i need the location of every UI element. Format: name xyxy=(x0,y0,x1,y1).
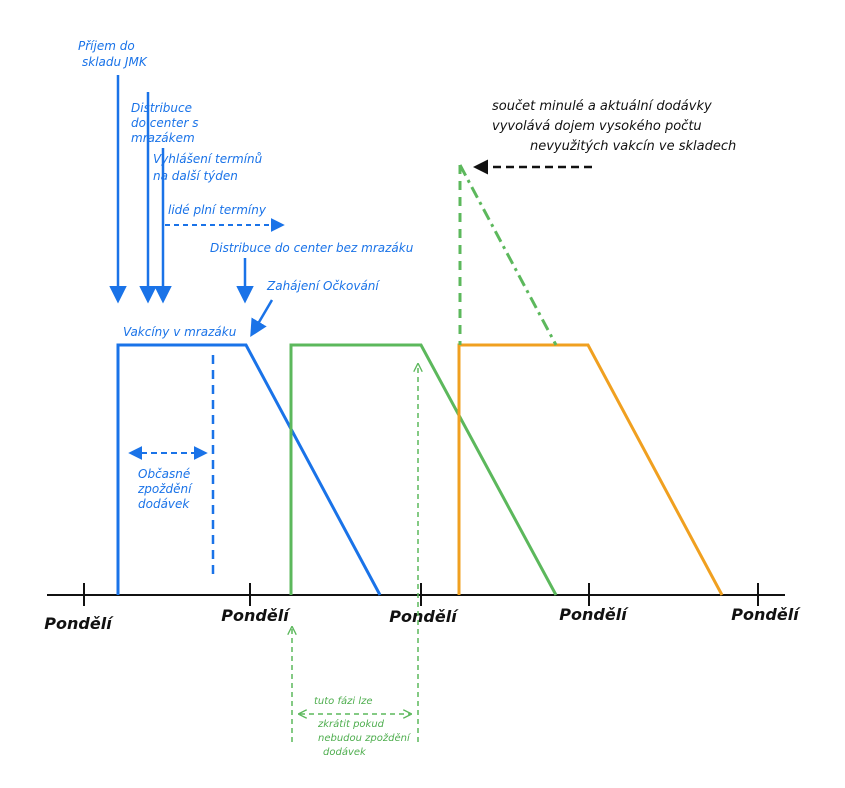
label-tuto-fazi-3: nebudou zpoždění xyxy=(318,732,411,744)
label-tuto-fazi-2: zkrátit pokud xyxy=(317,718,385,730)
week3-stock-shape xyxy=(457,343,724,596)
label-distribuce-bez: Distribuce do center bez mrazáku xyxy=(210,241,414,255)
label-distribuce-mrazak-1: Distribuce xyxy=(131,101,192,115)
label-soucet-1: součet minulé a aktuální dodávky xyxy=(492,99,712,114)
week2-stock-shape xyxy=(289,343,558,596)
label-obcasne-3: dodávek xyxy=(138,497,190,511)
axis-tick-label: Pondělí xyxy=(559,605,629,624)
label-prijem-2: skladu JMK xyxy=(82,55,148,69)
label-soucet-3: nevyužitých vakcín ve skladech xyxy=(530,139,736,154)
axis-tick-label: Pondělí xyxy=(221,606,291,625)
axis-tick-label: Pondělí xyxy=(44,614,114,633)
timeline-axis: Pondělí Pondělí Pondělí Pondělí Pondělí xyxy=(44,583,801,633)
label-prijem-1: Příjem do xyxy=(78,39,135,53)
label-soucet-2: vyvolává dojem vysokého počtu xyxy=(492,119,702,134)
label-distribuce-mrazak-2: do center s xyxy=(131,116,198,130)
label-vyhlaseni-1: Vyhlášení termínů xyxy=(153,152,263,166)
label-vyhlaseni-2: na další týden xyxy=(153,169,238,183)
arrow-zahajeni xyxy=(250,299,274,338)
blue-annotations: Příjem do skladu JMK Distribuce do cente… xyxy=(78,39,414,580)
label-obcasne-2: zpoždění xyxy=(137,482,193,496)
axis-tick-label: Pondělí xyxy=(731,605,801,624)
black-annotation: součet minulé a aktuální dodávky vyvoláv… xyxy=(473,99,736,175)
label-obcasne-1: Občasné xyxy=(138,467,190,481)
apparent-stock-peak xyxy=(458,164,558,346)
axis-tick-label: Pondělí xyxy=(389,607,459,626)
label-zahajeni: Zahájení Očkování xyxy=(266,279,380,293)
label-tuto-fazi-1: tuto fázi lze xyxy=(314,695,373,707)
label-lide-plni: lidé plní termíny xyxy=(168,203,267,217)
green-annotation: tuto fázi lze zkrátit pokud nebudou zpož… xyxy=(292,365,418,758)
label-distribuce-mrazak-3: mrazákem xyxy=(131,131,195,145)
week1-stock-shape xyxy=(116,343,382,596)
peak-dashed-slope xyxy=(458,164,558,346)
label-vakciny: Vakcíny v mrazáku xyxy=(123,325,237,339)
label-tuto-fazi-4: dodávek xyxy=(323,746,367,758)
